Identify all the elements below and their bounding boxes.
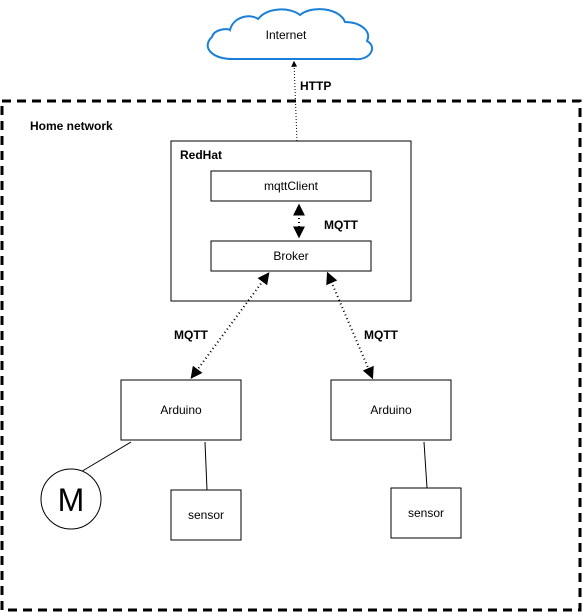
motor-wire bbox=[78, 441, 132, 474]
home-network-label: Home network bbox=[30, 119, 113, 133]
arduino-left-box bbox=[120, 379, 242, 441]
sensor-left-label: sensor bbox=[188, 508, 224, 522]
arduino-left-label: Arduino bbox=[160, 403, 202, 417]
sensor-right-label: sensor bbox=[408, 506, 444, 520]
arduino-right-label: Arduino bbox=[370, 403, 412, 417]
cloud-shape bbox=[206, 8, 373, 61]
redhat-container bbox=[170, 140, 412, 302]
http-label: HTTP bbox=[300, 79, 331, 93]
sensor-left-box bbox=[170, 489, 242, 541]
broker-box bbox=[210, 240, 372, 272]
right-sensor-wire bbox=[423, 441, 428, 489]
client-broker-mqtt-label: MQTT bbox=[324, 218, 359, 232]
internet-label: Internet bbox=[266, 28, 307, 42]
motor-label: M bbox=[58, 482, 85, 518]
left-mqtt-label: MQTT bbox=[174, 328, 209, 342]
home-network-boundary bbox=[0, 99, 582, 612]
right-mqtt-label: MQTT bbox=[364, 328, 399, 342]
mqtt-client-box bbox=[210, 170, 372, 202]
internet-cloud: Internet bbox=[206, 8, 373, 61]
left-sensor-wire bbox=[204, 441, 208, 491]
mqtt-client-label: mqttClient bbox=[264, 179, 319, 193]
redhat-label: RedHat bbox=[180, 148, 222, 162]
motor-circle bbox=[40, 468, 102, 530]
arduino-right-box bbox=[330, 379, 452, 441]
broker-left-arduino-connection bbox=[190, 272, 270, 379]
broker-label: Broker bbox=[273, 249, 308, 263]
broker-right-arduino-connection bbox=[326, 271, 374, 380]
sensor-right-box bbox=[390, 487, 462, 539]
